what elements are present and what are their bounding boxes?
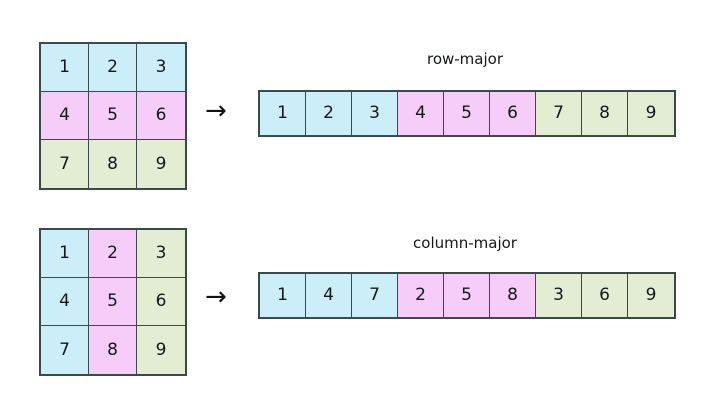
column-major-arrow-icon: → <box>205 282 227 312</box>
array-cell: 4 <box>398 92 444 135</box>
array-cell: 9 <box>628 274 674 317</box>
matrix-cell: 9 <box>137 140 185 188</box>
row-major-arrow-icon: → <box>205 96 227 126</box>
array-cell: 6 <box>582 274 628 317</box>
array-cell: 1 <box>260 92 306 135</box>
matrix-cell: 1 <box>41 44 89 92</box>
array-cell: 3 <box>352 92 398 135</box>
array-cell: 5 <box>444 92 490 135</box>
matrix-cell: 5 <box>89 278 137 326</box>
array-cell: 2 <box>306 92 352 135</box>
matrix-cell: 2 <box>89 230 137 278</box>
matrix-cell: 3 <box>137 230 185 278</box>
matrix-cell: 8 <box>89 140 137 188</box>
matrix-cell: 7 <box>41 326 89 374</box>
column-major-label: column-major <box>413 234 517 252</box>
array-cell: 5 <box>444 274 490 317</box>
matrix-cell: 4 <box>41 278 89 326</box>
matrix-cell: 1 <box>41 230 89 278</box>
array-cell: 8 <box>582 92 628 135</box>
array-cell: 7 <box>352 274 398 317</box>
matrix-cell: 6 <box>137 278 185 326</box>
matrix-cell: 4 <box>41 92 89 140</box>
matrix-cell: 2 <box>89 44 137 92</box>
matrix-cell: 5 <box>89 92 137 140</box>
array-cell: 6 <box>490 92 536 135</box>
array-cell: 2 <box>398 274 444 317</box>
matrix-cell: 8 <box>89 326 137 374</box>
matrix-cell: 6 <box>137 92 185 140</box>
array-cell: 3 <box>536 274 582 317</box>
array-cell: 4 <box>306 274 352 317</box>
matrix-cell: 7 <box>41 140 89 188</box>
row-major-label: row-major <box>426 50 503 68</box>
array-cell: 8 <box>490 274 536 317</box>
array-cell: 9 <box>628 92 674 135</box>
array-cell: 7 <box>536 92 582 135</box>
matrix-cell: 9 <box>137 326 185 374</box>
matrix-cell: 3 <box>137 44 185 92</box>
array-cell: 1 <box>260 274 306 317</box>
